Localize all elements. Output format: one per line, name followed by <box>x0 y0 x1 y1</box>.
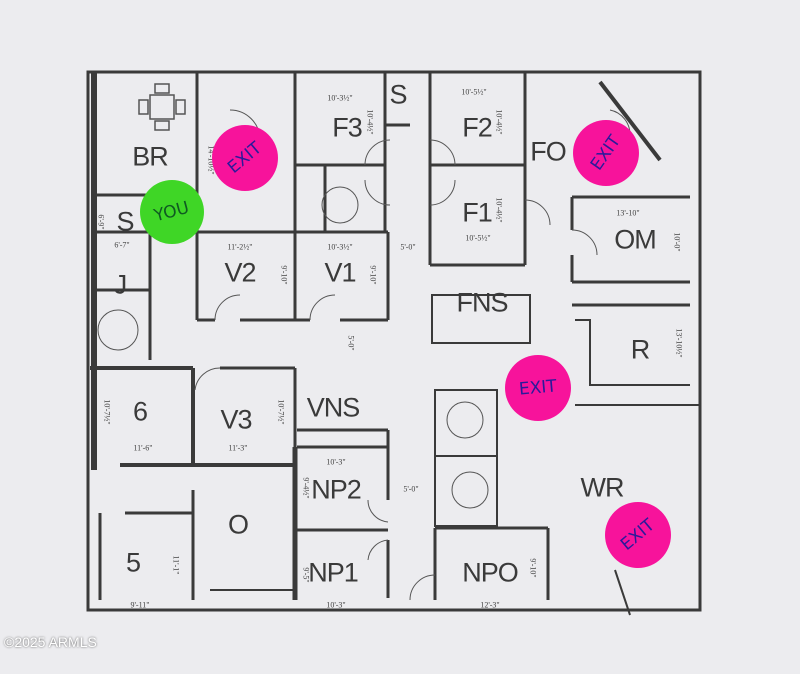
room-label-v2: V2 <box>224 257 256 288</box>
furniture-table <box>138 83 186 131</box>
dim-5-w: 9'-11" <box>130 600 150 610</box>
room-label-br: BR <box>132 141 169 172</box>
room-label-storage: S <box>116 206 134 237</box>
dim-om-h: 10'-0" <box>672 232 682 252</box>
room-label-f3: F3 <box>332 112 362 143</box>
dim-npo-h: 9'-10" <box>528 558 538 578</box>
dim-v3-h: 10'-7½" <box>276 399 286 425</box>
room-label-5: 5 <box>125 547 141 578</box>
dim-v3-w: 11'-3" <box>228 443 248 453</box>
exit-sticker: EXIT <box>573 120 639 186</box>
dim-corridor-1: 5'-0" <box>400 242 416 252</box>
dim-np1-h: 9'-5" <box>301 567 311 583</box>
dim-np2-w: 10'-3" <box>326 457 346 467</box>
you-sticker-text: YOU <box>152 197 192 227</box>
dim-f1-w: 10'-5½" <box>465 233 491 243</box>
room-label-v1: V1 <box>324 257 356 288</box>
dim-np2-h: 9'-4½" <box>301 477 311 499</box>
walls <box>86 70 702 616</box>
exit-sticker-text: EXIT <box>224 138 266 178</box>
dim-f1-h: 10'-4½" <box>494 197 504 223</box>
watermark: ©2025 ARMLS <box>4 634 97 650</box>
room-label-r: R <box>630 334 650 365</box>
dim-f3-h: 10'-4½" <box>365 109 375 135</box>
room-label-janitor: J <box>113 269 127 300</box>
dim-corridor-2: 5'-0" <box>346 335 356 351</box>
room-label-np2: NP2 <box>311 474 362 505</box>
exit-sticker: EXIT <box>505 355 571 421</box>
dim-v2-h: 9'-10" <box>279 265 289 285</box>
dim-f2-w: 10'-5½" <box>461 87 487 97</box>
dim-s-w: 6'-7" <box>114 240 130 250</box>
room-label-v3: V3 <box>220 404 252 435</box>
dim-f3-w: 10'-3½" <box>327 93 353 103</box>
room-label-npo: NPO <box>462 557 519 588</box>
you-are-here-sticker: YOU <box>140 180 204 244</box>
room-label-f1: F1 <box>462 197 492 228</box>
room-label-om: OM <box>614 224 656 255</box>
exit-sticker-text: EXIT <box>586 131 626 175</box>
room-label-vns: VNS <box>306 392 361 423</box>
exit-sticker-text: EXIT <box>518 376 558 400</box>
room-label-np1: NP1 <box>308 557 359 588</box>
dim-f2-h: 10'-4½" <box>494 109 504 135</box>
room-label-fo: FO <box>530 136 566 167</box>
exit-sticker-text: EXIT <box>617 515 659 555</box>
exit-sticker: EXIT <box>212 125 278 191</box>
dim-corridor-3: 5'-0" <box>403 484 419 494</box>
room-label-6: 6 <box>132 396 148 427</box>
dim-r-h: 13'-10½" <box>674 328 684 358</box>
dim-om-w: 13'-10" <box>616 208 640 218</box>
dim-v1-w: 10'-3½" <box>327 242 353 252</box>
room-label-f2: F2 <box>462 112 492 143</box>
dim-5-h: 11'-1" <box>171 555 181 575</box>
dim-s-h: 6'-9" <box>96 214 106 230</box>
room-label-storage-2: S <box>389 79 407 110</box>
room-label-wr: WR <box>580 472 625 503</box>
room-label-o: O <box>227 509 249 540</box>
exit-sticker: EXIT <box>605 502 671 568</box>
door-swings <box>97 109 631 601</box>
dim-6-h: 10'-7½" <box>102 399 112 425</box>
dim-np1-w: 10'-3" <box>326 600 346 610</box>
dim-v1-h: 9'-10" <box>368 265 378 285</box>
room-label-fns: FNS <box>456 287 509 318</box>
dim-v2-w: 11'-2½" <box>227 242 253 252</box>
dim-npo-w: 12'-3" <box>480 600 500 610</box>
dim-6-w: 11'-6" <box>133 443 153 453</box>
